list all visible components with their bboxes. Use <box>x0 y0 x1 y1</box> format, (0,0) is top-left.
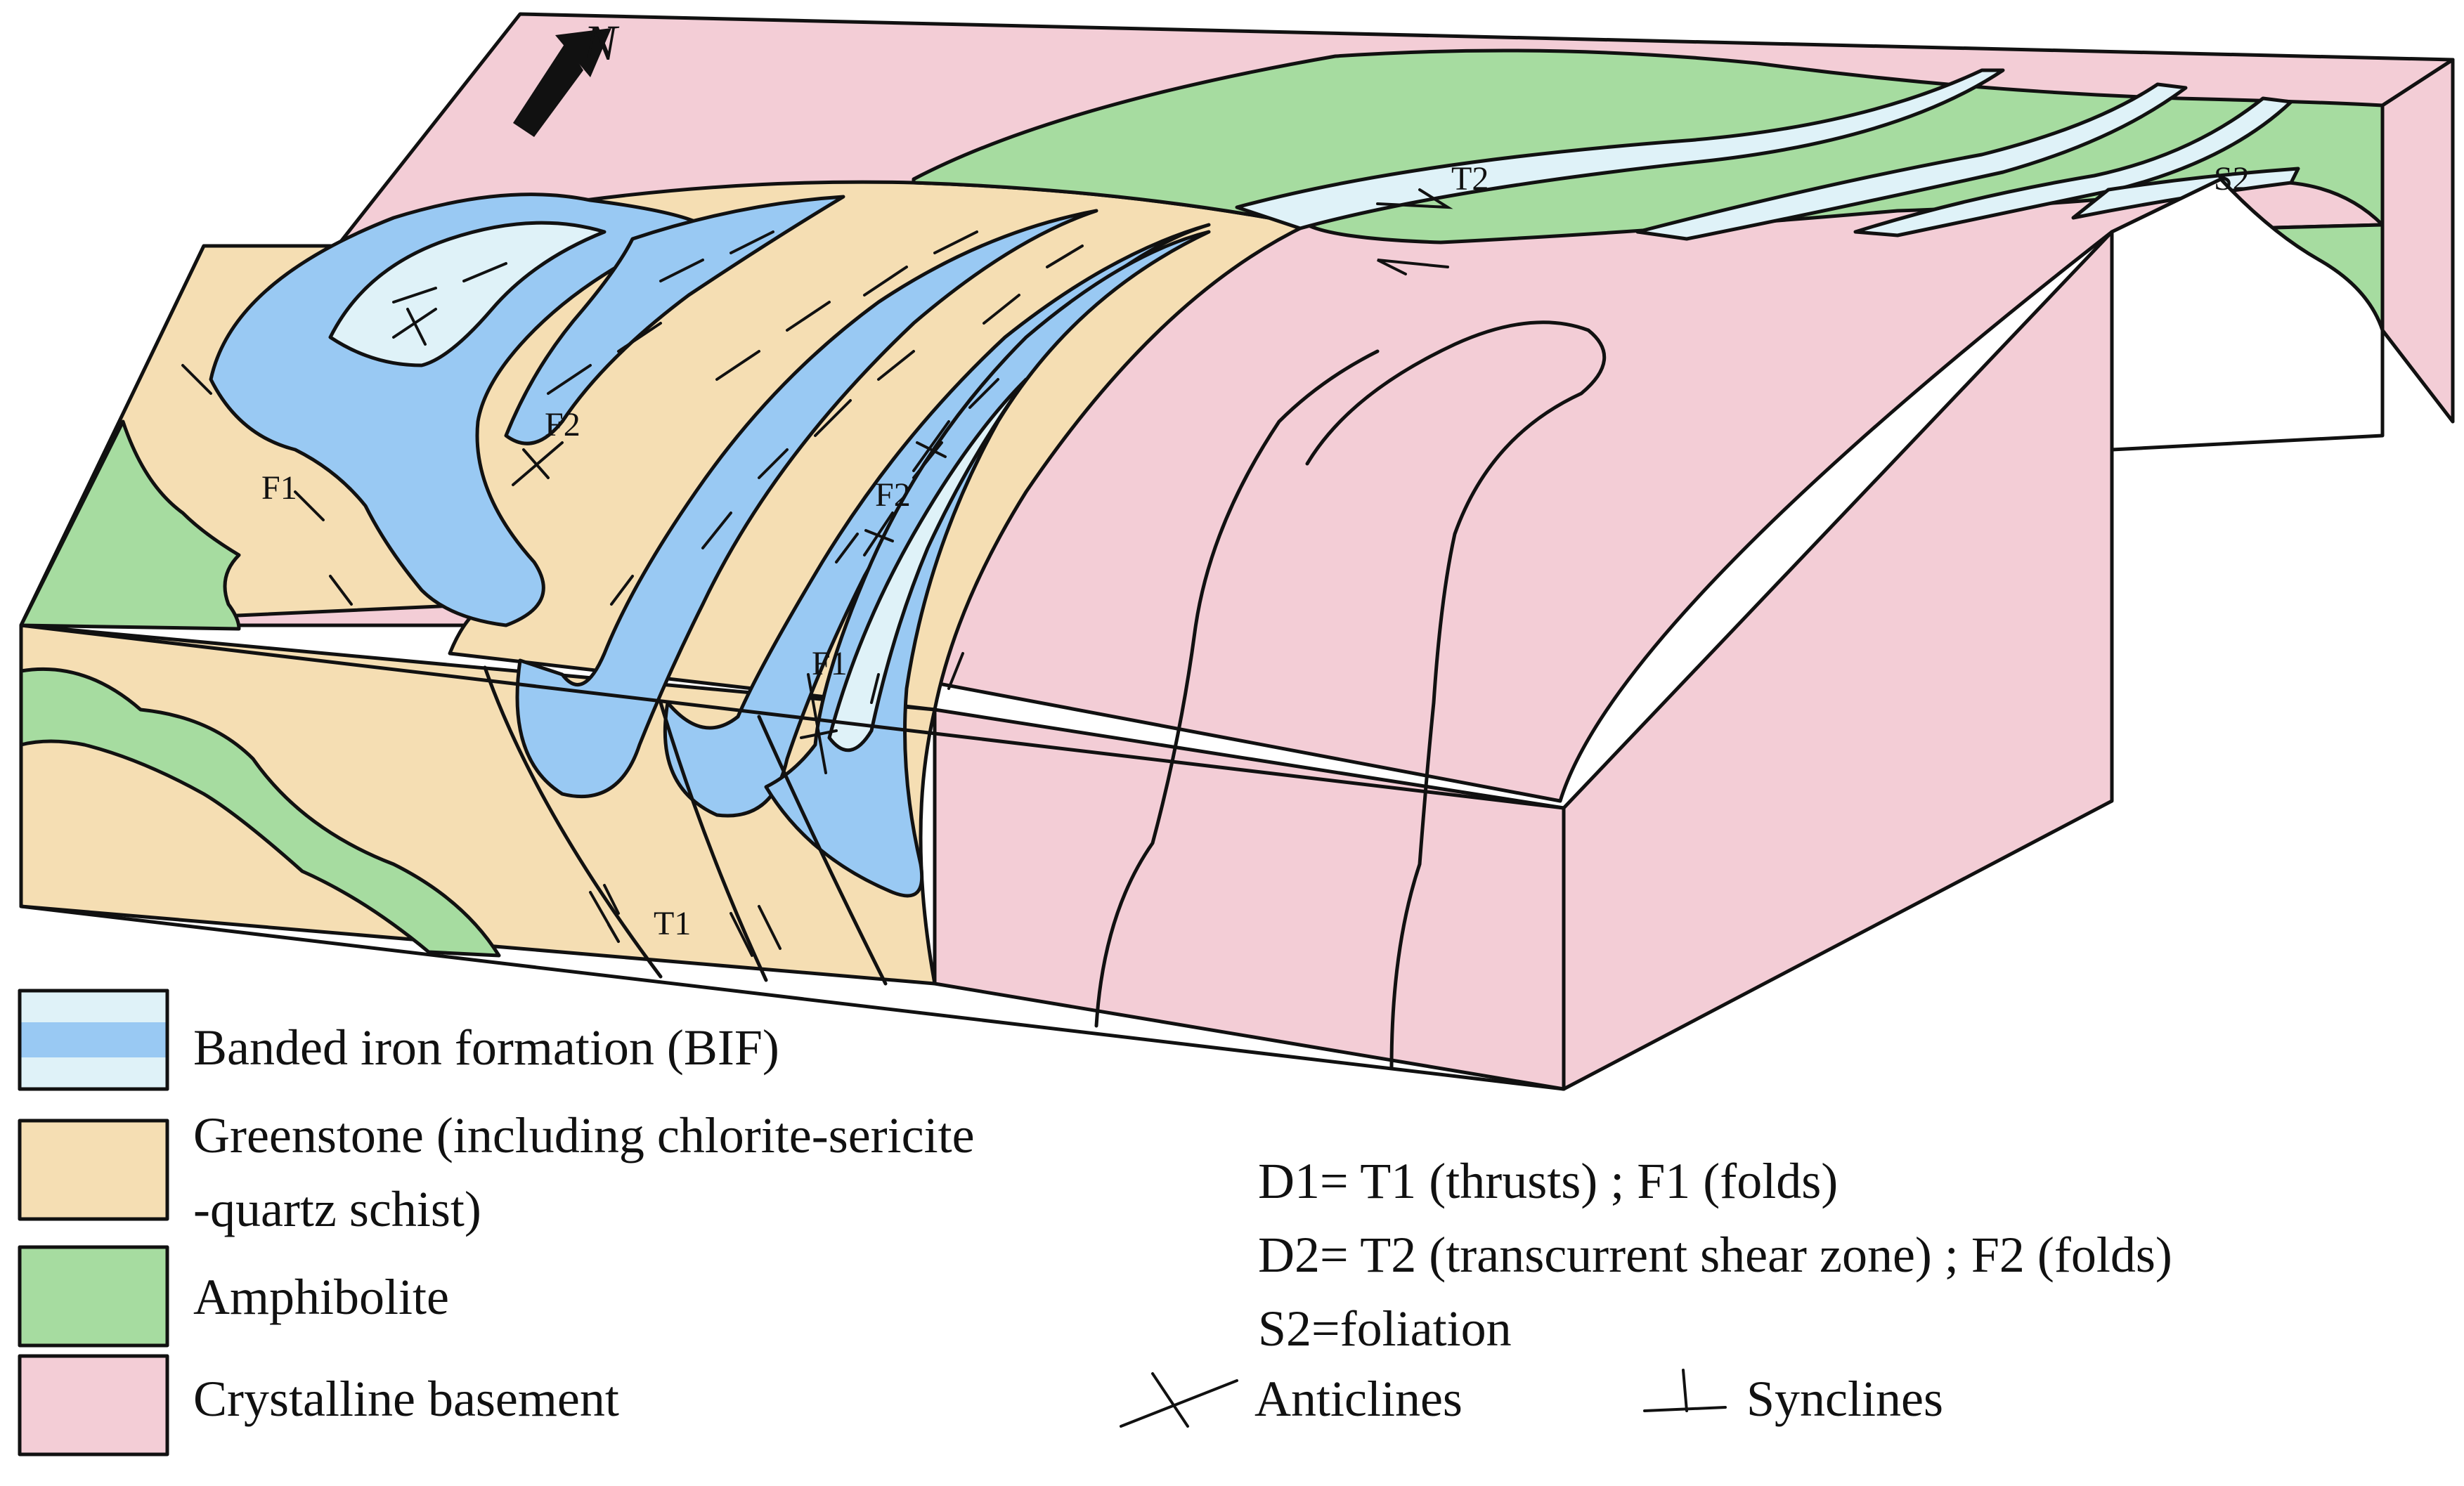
north-label: N <box>583 15 620 71</box>
legend-label-greenstone-1: Greenstone (including chlorite-sericite <box>193 1107 975 1164</box>
syncline-symbol-icon <box>1643 1369 1727 1412</box>
amphibolite-light-stripe-3 <box>1853 96 2293 237</box>
note-d1: D1= T1 (thrusts) ; F1 (folds) <box>1258 1153 1838 1209</box>
fault-line-3 <box>757 715 888 986</box>
legend-swatch-greenstone <box>18 1119 169 1221</box>
anticline-symbol-f1-center <box>800 673 838 774</box>
legend-label-basement: Crystalline basement <box>193 1371 619 1427</box>
label-f1-center: F1 <box>812 645 848 682</box>
note-d2: D2= T2 (transcurrent shear zone) ; F2 (f… <box>1258 1227 2172 1283</box>
foliation-dashes <box>181 230 1084 704</box>
bif-western-inner-light <box>328 221 607 367</box>
legend-synclines: Synclines <box>1746 1371 1943 1427</box>
label-f2-left: F2 <box>545 406 581 443</box>
amphibolite-light-stripe-2 <box>1635 82 2188 241</box>
label-t2: T2 <box>1451 160 1489 197</box>
fault-line-2 <box>659 700 768 982</box>
legend-swatch-amphibolite <box>18 1245 169 1348</box>
bif-fold-inner-light <box>827 377 1028 752</box>
anticline-symbol-f2-left <box>512 441 564 486</box>
north-arrow-icon <box>513 28 611 137</box>
amphibolite-front-band <box>19 667 501 958</box>
note-s2: S2=foliation <box>1258 1301 1512 1357</box>
legend-label-bif: Banded iron formation (BIF) <box>193 1019 779 1076</box>
bif-fold-loop-1 <box>515 209 1098 799</box>
basement-contact-1 <box>1094 349 1380 1028</box>
greenstone-front-face <box>19 623 937 986</box>
syncline-symbol-top-left <box>392 308 437 346</box>
amphibolite-top-left <box>19 419 241 631</box>
bif-western-lobe <box>209 193 705 627</box>
t2-shear-arrows <box>1376 188 1453 275</box>
amphibolite-light-stripe-4 <box>2071 167 2300 220</box>
label-s2: S2 <box>2214 160 2250 197</box>
bif-fold-loop-3 <box>764 230 1211 898</box>
right-back-face <box>2380 58 2455 424</box>
bif-upper-belt <box>504 195 845 445</box>
anticline-symbol-f2-right-1 <box>863 511 894 556</box>
basement-contact-2 <box>1305 320 1607 1070</box>
front-face-top-edge <box>19 623 1566 810</box>
anticline-symbol-f2-right-2 <box>912 420 950 472</box>
legend-label-greenstone-2: -quartz schist) <box>193 1181 481 1237</box>
fault-line-1 <box>483 665 663 979</box>
label-t1: T1 <box>654 905 691 942</box>
anticline-symbol-icon <box>1120 1372 1238 1428</box>
front-face-bottom-edge <box>19 904 1566 1091</box>
t1-thrust-arrows <box>589 884 782 957</box>
label-f1-left: F1 <box>261 469 297 507</box>
legend-label-amphibolite: Amphibolite <box>193 1269 449 1325</box>
legend-swatch-basement <box>18 1354 169 1456</box>
basement-right-face <box>1562 230 2114 1091</box>
legend-anticlines: Anticlines <box>1254 1371 1463 1427</box>
legend-swatch-bif <box>18 989 169 1091</box>
label-f2-right: F2 <box>875 476 911 514</box>
amphibolite-light-stripe-1 <box>1235 68 2005 230</box>
